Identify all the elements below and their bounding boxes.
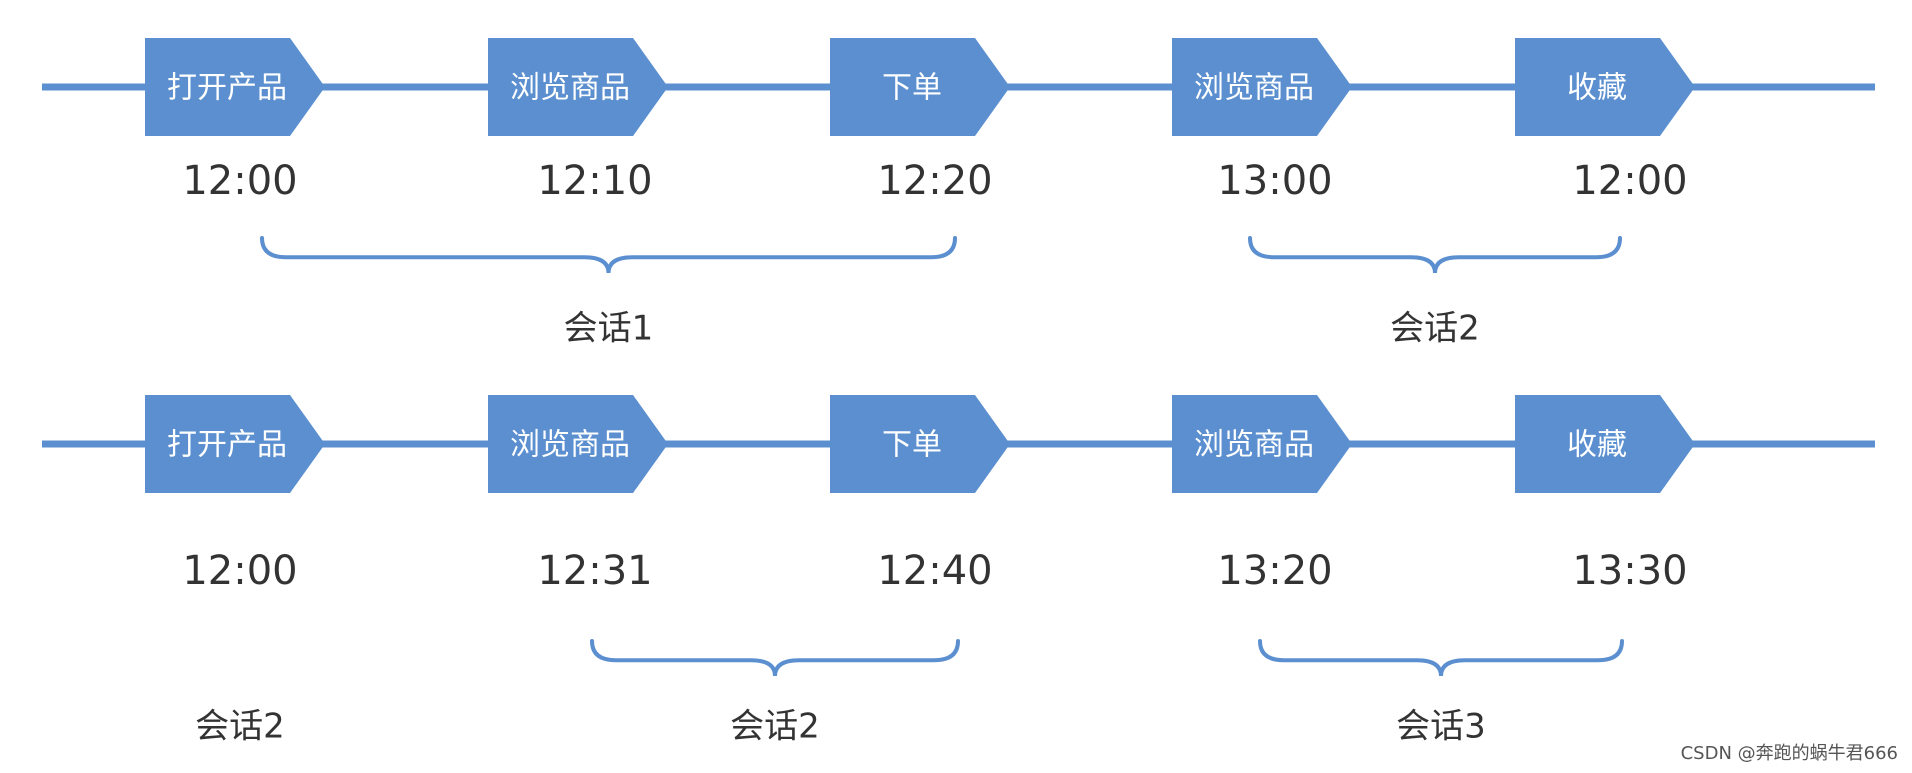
event-label: 收藏 xyxy=(1567,71,1627,106)
event-box xyxy=(1172,38,1352,136)
session-label-standalone: 会话2 xyxy=(195,707,285,747)
session-label: 会话2 xyxy=(1390,309,1480,349)
event-box xyxy=(830,395,1010,493)
session-brace xyxy=(1258,639,1624,677)
session-label: 会话1 xyxy=(564,309,654,349)
event-time: 13:00 xyxy=(1217,158,1332,204)
event-box xyxy=(830,38,1010,136)
event-label: 下单 xyxy=(882,428,942,463)
event-label: 打开产品 xyxy=(167,428,287,463)
timeline-row: 打开产品 12:00 浏览商品 12:10 下单 12:20 浏览商品 13:00 收藏 12:0… xyxy=(42,38,1875,349)
timeline-row: 打开产品 12:00 浏览商品 12:31 下单 12:40 浏览商品 13:20 收藏 13:3… xyxy=(42,395,1875,747)
event-box xyxy=(1515,38,1695,136)
event-label: 收藏 xyxy=(1567,428,1627,463)
event-label: 浏览商品 xyxy=(510,71,630,106)
event-box xyxy=(488,38,668,136)
session-label: 会话2 xyxy=(730,707,820,747)
event-time: 13:20 xyxy=(1217,548,1332,594)
event-time: 12:00 xyxy=(182,158,297,204)
event-time: 12:00 xyxy=(1572,158,1687,204)
session-brace xyxy=(1248,236,1622,274)
event-box xyxy=(488,395,668,493)
event-label: 下单 xyxy=(882,71,942,106)
event-label: 打开产品 xyxy=(167,71,287,106)
event-box xyxy=(145,38,325,136)
event-label: 浏览商品 xyxy=(1194,71,1314,106)
session-label: 会话3 xyxy=(1396,707,1486,747)
watermark-text: CSDN @奔跑的蜗牛君666 xyxy=(1680,743,1898,764)
event-label: 浏览商品 xyxy=(510,428,630,463)
event-box xyxy=(1172,395,1352,493)
event-box xyxy=(145,395,325,493)
event-time: 12:10 xyxy=(537,158,652,204)
session-brace xyxy=(590,639,960,677)
event-box xyxy=(1515,395,1695,493)
event-label: 浏览商品 xyxy=(1194,428,1314,463)
event-time: 12:20 xyxy=(877,158,992,204)
event-time: 12:40 xyxy=(877,548,992,594)
session-brace xyxy=(260,236,957,274)
event-time: 12:00 xyxy=(182,548,297,594)
event-time: 12:31 xyxy=(537,548,652,594)
event-time: 13:30 xyxy=(1572,548,1687,594)
